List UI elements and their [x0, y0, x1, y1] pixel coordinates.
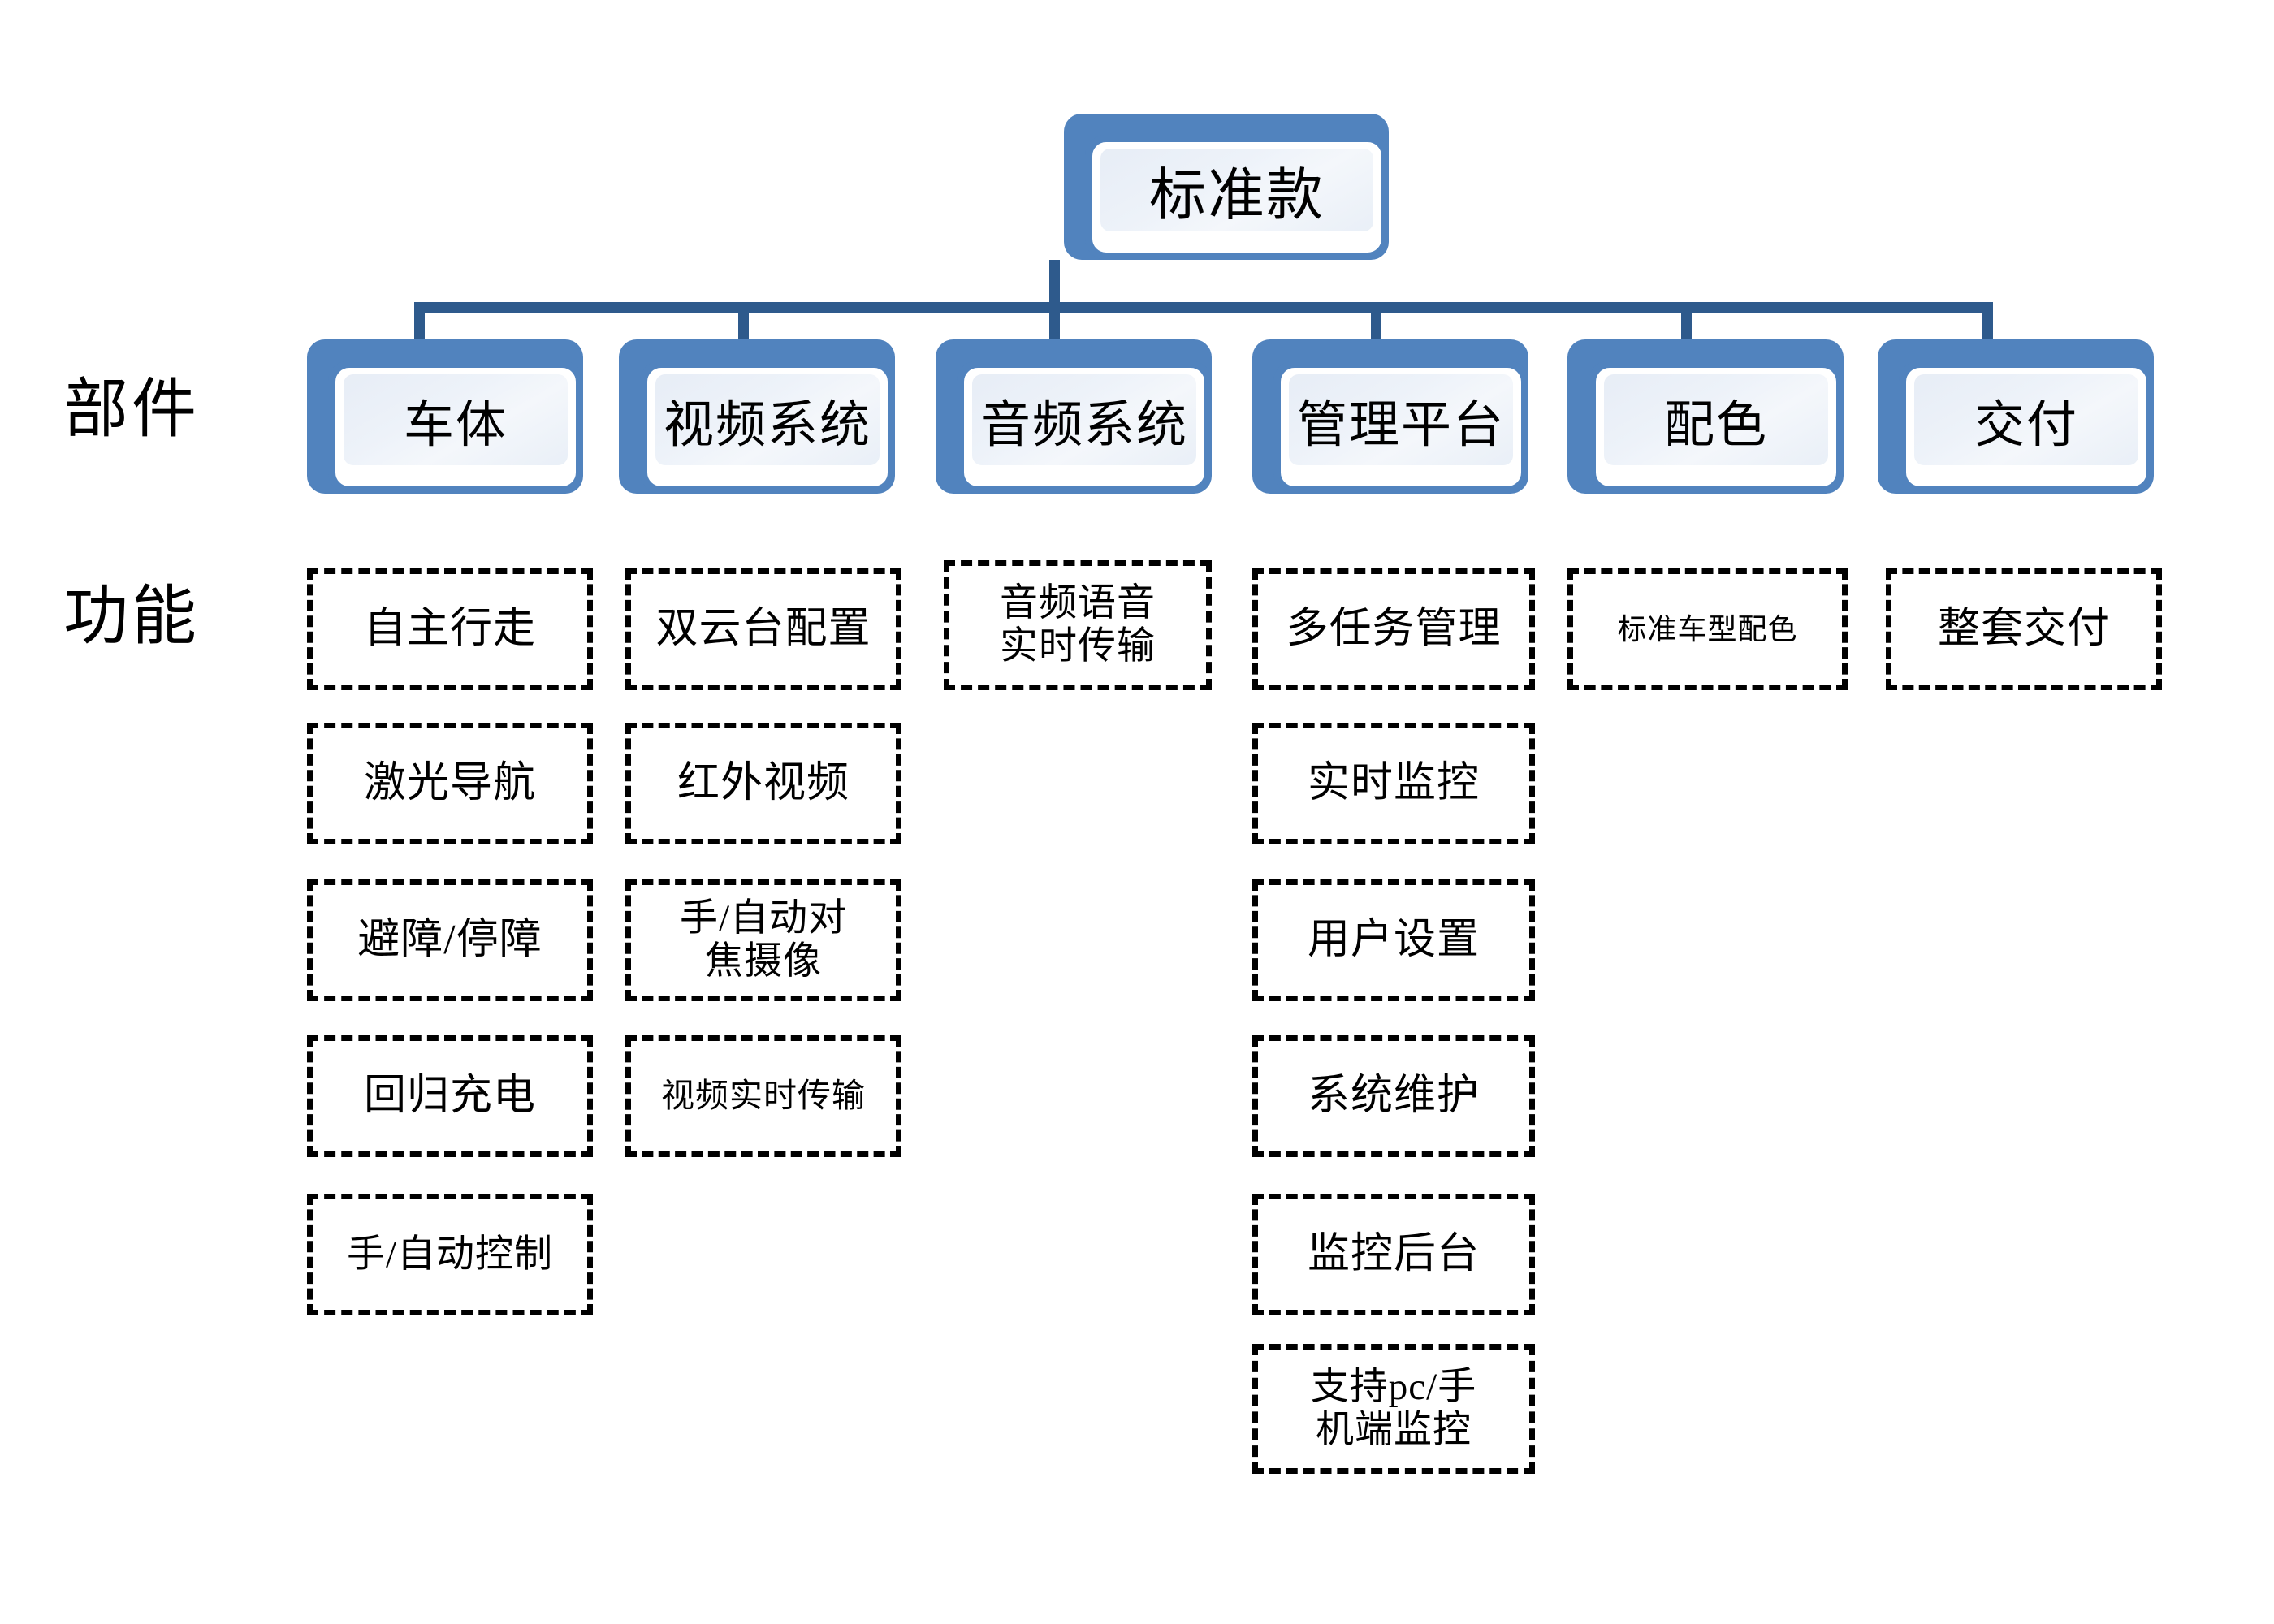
- connector-drop-1: [414, 302, 425, 344]
- function-box[interactable]: 激光导航: [307, 723, 593, 844]
- row-label-functions: 功能: [63, 581, 200, 653]
- node-face: 车体: [328, 361, 583, 494]
- function-box[interactable]: 自主行走: [307, 568, 593, 690]
- function-box[interactable]: 红外视频: [625, 723, 901, 844]
- node-inner-fill: [655, 374, 880, 465]
- node-inner-fill: [972, 374, 1196, 465]
- node-component-label: 交付: [1974, 398, 2078, 453]
- node-inner-fill: [1914, 374, 2138, 465]
- function-box[interactable]: 双云台配置: [625, 568, 901, 690]
- node-component-0[interactable]: 车体: [307, 339, 583, 494]
- function-box[interactable]: 避障/停障: [307, 879, 593, 1001]
- node-component-5[interactable]: 交付: [1878, 339, 2154, 494]
- function-box[interactable]: 监控后台: [1252, 1194, 1535, 1315]
- node-component-1[interactable]: 视频系统: [619, 339, 895, 494]
- node-face: 视频系统: [640, 361, 895, 494]
- function-box[interactable]: 实时监控: [1252, 723, 1535, 844]
- function-box[interactable]: 手/自动对焦摄像: [625, 879, 901, 1001]
- node-component-4[interactable]: 配色: [1567, 339, 1844, 494]
- connector-drop-3: [1049, 302, 1060, 344]
- node-component-label: 配色: [1663, 398, 1768, 453]
- node-component-label: 音频系统: [979, 398, 1188, 453]
- function-box[interactable]: 支持pc/手机端监控: [1252, 1344, 1535, 1474]
- function-box[interactable]: 用户设置: [1252, 879, 1535, 1001]
- node-root[interactable]: 标准款: [1064, 114, 1389, 260]
- connector-drop-2: [738, 302, 749, 344]
- node-inner-fill: [344, 374, 568, 465]
- node-inner-fill: [1289, 374, 1513, 465]
- function-box[interactable]: 系统维护: [1252, 1035, 1535, 1157]
- connector-horizontal-bus: [414, 302, 1993, 313]
- node-component-label: 车体: [403, 398, 508, 453]
- function-box[interactable]: 音频语音实时传输: [944, 560, 1212, 690]
- connector-drop-6: [1982, 302, 1993, 344]
- node-inner-fill: [1604, 374, 1828, 465]
- function-box[interactable]: 多任务管理: [1252, 568, 1535, 690]
- node-face: 标准款: [1085, 135, 1389, 260]
- node-root-label: 标准款: [1149, 164, 1325, 227]
- node-face: 交付: [1899, 361, 2154, 494]
- connector-root-stem: [1049, 260, 1060, 307]
- node-face: 音频系统: [957, 361, 1212, 494]
- function-box[interactable]: 标准车型配色: [1567, 568, 1848, 690]
- node-inner-fill: [1100, 149, 1373, 231]
- connector-drop-5: [1681, 302, 1692, 344]
- function-box[interactable]: 回归充电: [307, 1035, 593, 1157]
- node-component-label: 视频系统: [663, 398, 871, 453]
- connector-drop-4: [1371, 302, 1381, 344]
- node-face: 配色: [1589, 361, 1844, 494]
- function-box[interactable]: 整套交付: [1886, 568, 2162, 690]
- node-component-3[interactable]: 管理平台: [1252, 339, 1528, 494]
- node-face: 管理平台: [1273, 361, 1528, 494]
- function-box[interactable]: 视频实时传输: [625, 1035, 901, 1157]
- function-box[interactable]: 手/自动控制: [307, 1194, 593, 1315]
- node-component-label: 管理平台: [1296, 398, 1505, 453]
- row-label-components: 部件: [63, 374, 200, 446]
- node-component-2[interactable]: 音频系统: [936, 339, 1212, 494]
